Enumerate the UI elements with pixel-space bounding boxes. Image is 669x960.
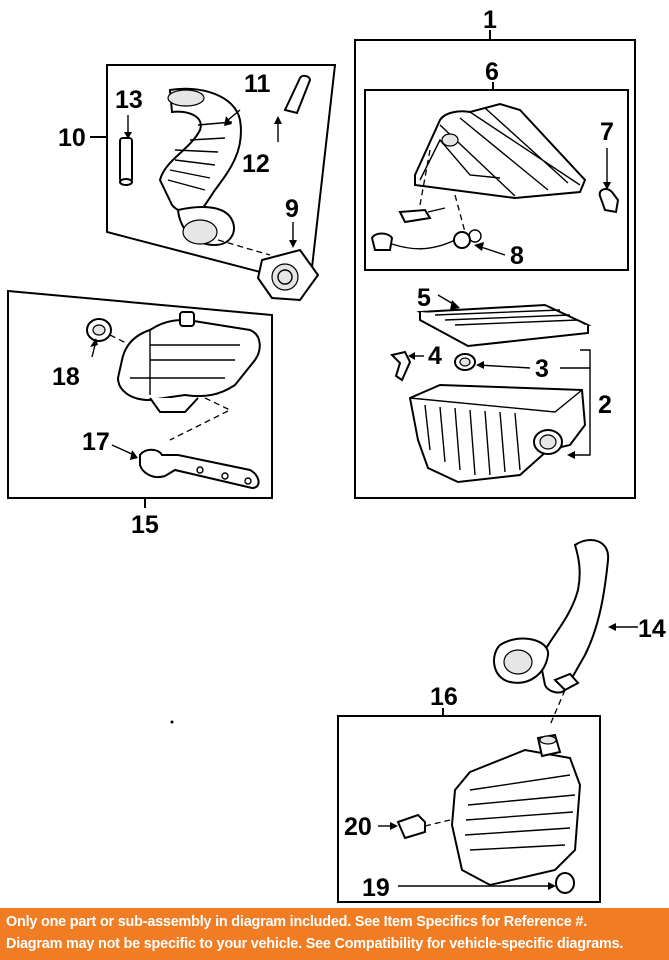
part-17-bracket bbox=[139, 448, 260, 490]
callout-8: 8 bbox=[510, 242, 524, 270]
group-6-frame bbox=[364, 89, 629, 271]
part-8-sensor bbox=[370, 207, 482, 251]
part-4-clamp bbox=[390, 350, 412, 382]
part-6-upper-cover bbox=[414, 102, 587, 200]
callout-19: 19 bbox=[362, 874, 390, 902]
part-12-small-hose bbox=[283, 74, 312, 115]
callout-15: 15 bbox=[131, 511, 159, 539]
part-13-tube bbox=[119, 137, 133, 186]
part-5-filter bbox=[416, 303, 592, 348]
group-1-frame bbox=[354, 39, 636, 499]
part-20-fitting bbox=[396, 813, 426, 840]
callout-5: 5 bbox=[417, 284, 431, 312]
part-7-clip bbox=[598, 188, 620, 214]
callout-7: 7 bbox=[600, 118, 614, 146]
part-14-tube bbox=[493, 539, 610, 694]
callout-12: 12 bbox=[242, 150, 270, 178]
callout-1: 1 bbox=[483, 6, 497, 34]
disclaimer-line-1: Only one part or sub-assembly in diagram… bbox=[6, 914, 587, 930]
callout-2: 2 bbox=[598, 391, 612, 419]
part-11-intake-hose bbox=[158, 87, 242, 247]
group-15-frame bbox=[7, 289, 273, 499]
part-16-canister bbox=[450, 733, 582, 887]
disclaimer-line-2: Diagram may not be specific to your vehi… bbox=[6, 936, 624, 952]
parts-diagram: 1 6 7 8 5 4 3 2 10 13 11 12 9 18 17 15 1… bbox=[7, 6, 666, 903]
callout-16: 16 bbox=[430, 683, 458, 711]
callout-9: 9 bbox=[285, 195, 299, 223]
callout-6: 6 bbox=[485, 58, 499, 86]
callout-14: 14 bbox=[638, 615, 666, 643]
part-2-lower-case bbox=[408, 383, 587, 484]
part-9-throttle-adapter bbox=[256, 248, 320, 302]
callout-13: 13 bbox=[115, 86, 143, 114]
callout-11: 11 bbox=[244, 70, 271, 98]
part-19-grommet bbox=[555, 872, 575, 894]
disclaimer-banner: Only one part or sub-assembly in diagram… bbox=[0, 908, 669, 960]
callout-18: 18 bbox=[52, 363, 80, 391]
callout-20: 20 bbox=[344, 813, 372, 841]
callout-10: 10 bbox=[58, 124, 86, 152]
callout-17: 17 bbox=[82, 428, 110, 456]
callout-4: 4 bbox=[428, 342, 442, 370]
group-16-frame bbox=[337, 715, 601, 903]
part-18-grommet bbox=[86, 318, 112, 342]
callout-3: 3 bbox=[535, 355, 549, 383]
part-3-grommet bbox=[454, 353, 476, 371]
resonator-tank bbox=[116, 311, 261, 413]
